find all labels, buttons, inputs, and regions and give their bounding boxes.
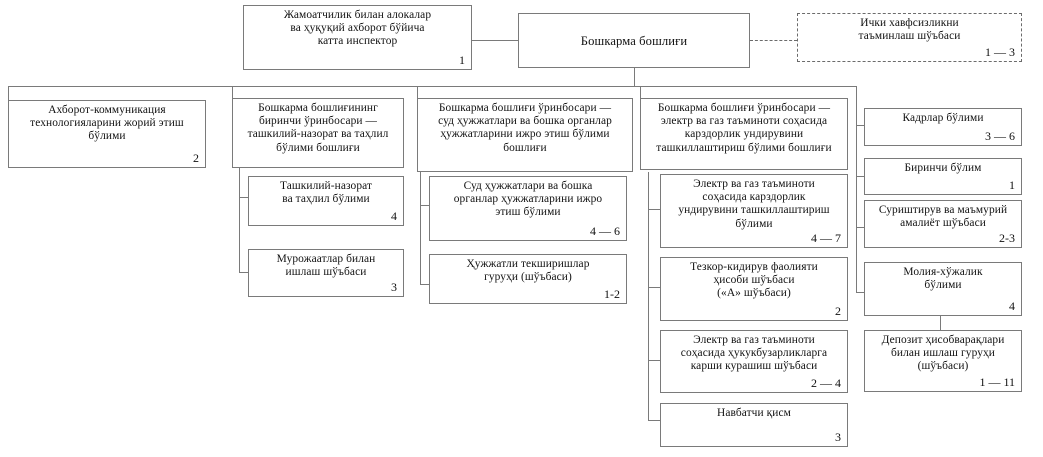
connector-stub-right3	[856, 227, 864, 228]
connector-spine-deputy1	[239, 168, 240, 272]
box-text: Депозит ҳисобварақлари билан ишлаш гуруҳ…	[881, 334, 1005, 373]
connector-stub-right1	[856, 125, 864, 126]
box-text: Суд ҳужжатлари ва бошка органлар ҳужжатл…	[453, 180, 603, 219]
box-text: Ташкилий-назорат ва таҳлил бўлими	[279, 180, 373, 206]
box-text: Навбатчи қисм	[717, 407, 791, 419]
box-text: Электр ва газ таъминоти соҳасида ҳукукбу…	[680, 334, 828, 373]
connector-stub-deputy2-sub2	[420, 284, 429, 285]
box-number: 1 — 11	[979, 374, 1015, 389]
box-text: Жамоатчилик билан алокалар ва ҳуқуқий ах…	[283, 9, 432, 48]
box-number: 1 — 3	[985, 44, 1015, 59]
box-public-relations-inspector[interactable]: Жамоатчилик билан алокалар ва ҳуқуқий ах…	[243, 5, 472, 70]
connector-stub-deputy3-sub4	[648, 420, 660, 421]
box-text: Суриштирув ва маъмурий амалиёт шўъбаси	[878, 204, 1008, 230]
box-text: Электр ва газ таъминоти соҳасида карздор…	[678, 178, 830, 230]
box-number: 2-3	[999, 230, 1015, 245]
box-duty-unit[interactable]: Навбатчи қисм 3	[660, 403, 848, 447]
box-organizational-control-analysis-dept[interactable]: Ташкилий-назорат ва таҳлил бўлими 4	[248, 176, 404, 226]
box-text: Молия-хўжалик бўлими	[903, 266, 983, 292]
box-number: 4 — 7	[811, 230, 841, 245]
connector-drop-right-spine	[856, 86, 857, 293]
box-number: 4 — 6	[590, 223, 620, 238]
box-deputy-head-court-documents[interactable]: Бошкарма бошлиғи ўринбосари — суд ҳужжат…	[417, 98, 633, 172]
box-personnel-department[interactable]: Кадрлар бўлими 3 — 6	[864, 108, 1022, 146]
box-number: 1-2	[604, 286, 620, 301]
box-text: Биринчи бўлим	[904, 162, 982, 174]
box-text: Бошкарма бошлиғи	[580, 33, 688, 48]
box-text: Бошкарма бошлиғи ўринбосари — суд ҳужжат…	[438, 102, 612, 154]
box-number: 2	[835, 303, 841, 318]
box-deposit-accounts-group[interactable]: Депозит ҳисобварақлари билан ишлаш гуруҳ…	[864, 330, 1022, 392]
box-deputy-head-energy-debt[interactable]: Бошкарма бошлиғи ўринбосари — электр ва …	[640, 98, 848, 170]
box-number: 2 — 4	[811, 375, 841, 390]
box-number: 3	[835, 429, 841, 444]
connector-drop-deputy3	[640, 86, 641, 98]
connector-root-to-inspector	[472, 40, 518, 41]
box-energy-debt-collection-dept[interactable]: Электр ва газ таъминоти соҳасида карздор…	[660, 174, 848, 248]
box-appeals-handling-division[interactable]: Мурожаатлар билан ишлаш шўъбаси 3	[248, 249, 404, 297]
box-text: Бошкарма бошлиғининг биринчи ўринбосари …	[247, 102, 389, 154]
box-court-documents-execution-dept[interactable]: Суд ҳужжатлари ва бошка органлар ҳужжатл…	[429, 176, 627, 241]
box-text: Бошкарма бошлиғи ўринбосари — электр ва …	[656, 102, 832, 154]
box-inquiry-administrative-practice-division[interactable]: Суриштирув ва маъмурий амалиёт шўъбаси 2…	[864, 200, 1022, 248]
connector-stub-deputy3-sub2	[648, 287, 660, 288]
connector-main-bus	[8, 86, 856, 87]
connector-stub-deputy1-sub1	[239, 197, 248, 198]
box-number: 3	[391, 279, 397, 294]
connector-stub-deputy3-sub1	[648, 209, 660, 210]
connector-root-to-security	[750, 40, 797, 41]
box-root-head[interactable]: Бошкарма бошлиғи	[518, 13, 750, 68]
box-operative-search-accounting-division[interactable]: Тезкор-кидирув фаолияти ҳисоби шўъбаси (…	[660, 257, 848, 321]
box-number: 4	[1009, 298, 1015, 313]
box-internal-security[interactable]: Ички хавфсизликни таъминлаш шўъбаси 1 — …	[797, 13, 1022, 62]
box-number: 1	[1009, 177, 1015, 192]
box-text: Ички хавфсизликни таъминлаш шўъбаси	[858, 17, 961, 43]
box-text: Тезкор-кидирув фаолияти ҳисоби шўъбаси (…	[690, 261, 818, 300]
box-number: 3 — 6	[985, 128, 1015, 143]
connector-spine-deputy2	[420, 172, 421, 284]
box-text: Мурожаатлар билан ишлаш шўъбаси	[276, 253, 376, 279]
box-ict-department[interactable]: Ахборот-коммуникация технологияларини жо…	[8, 100, 206, 168]
box-number: 4	[391, 208, 397, 223]
box-documentary-inspections-group[interactable]: Ҳужжатли текширишлар гуруҳи (шўъбаси) 1-…	[429, 254, 627, 304]
connector-stub-right4	[856, 292, 864, 293]
connector-stub-right2	[856, 176, 864, 177]
box-text: Кадрлар бўлими	[902, 112, 984, 124]
connector-root-stem	[634, 68, 635, 86]
box-first-department[interactable]: Биринчи бўлим 1	[864, 158, 1022, 195]
connector-drop-ict	[8, 86, 9, 100]
connector-right4-to-right5	[940, 316, 941, 330]
connector-spine-deputy3	[648, 172, 649, 420]
box-text: Ахборот-коммуникация технологияларини жо…	[30, 104, 184, 143]
box-finance-economy-department[interactable]: Молия-хўжалик бўлими 4	[864, 262, 1022, 316]
box-energy-offences-division[interactable]: Электр ва газ таъминоти соҳасида ҳукукбу…	[660, 330, 848, 393]
connector-stub-deputy3-sub3	[648, 360, 660, 361]
box-number: 2	[193, 150, 199, 165]
connector-drop-deputy2	[417, 86, 418, 98]
connector-stub-deputy2-sub1	[420, 205, 429, 206]
box-first-deputy-head[interactable]: Бошкарма бошлиғининг биринчи ўринбосари …	[232, 98, 404, 168]
box-number: 1	[459, 52, 465, 67]
connector-stub-deputy1-sub2	[239, 272, 248, 273]
box-text: Ҳужжатли текширишлар гуруҳи (шўъбаси)	[466, 258, 590, 284]
connector-drop-deputy1	[232, 86, 233, 98]
